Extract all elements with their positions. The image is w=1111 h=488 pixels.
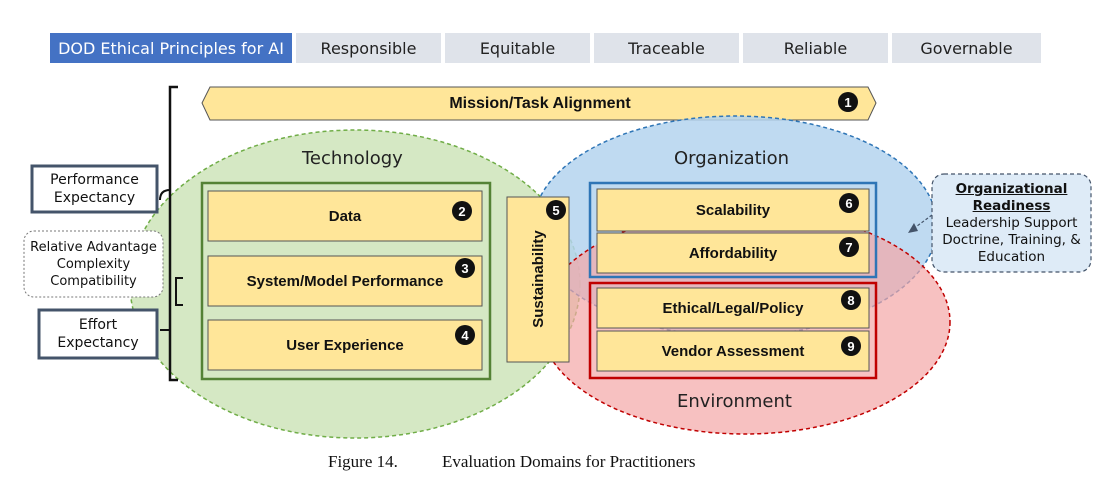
org-readiness-callout: Organizational Readiness Leadership Supp… [932, 176, 1091, 270]
doctrine-training-line: Doctrine, Training, & [942, 231, 1081, 248]
vendor-assessment-box [596, 330, 870, 372]
environment-domain-label: Environment [677, 391, 792, 412]
sustainability-number-badge: 5 [546, 200, 566, 220]
education-line: Education [977, 248, 1046, 265]
system-model-performance-label: System/Model Performance [246, 272, 444, 290]
affordability-label: Affordability [688, 244, 778, 262]
environment-group-outline [588, 281, 878, 380]
performance-expectancy-label: Performance Expectancy [50, 172, 139, 206]
tab-traceable: Traceable [594, 33, 739, 63]
organization-domain-label: Organization [674, 148, 790, 169]
tab-dod-ethical-principles: DOD Ethical Principles for AI [50, 33, 292, 63]
relative-advantage-item: Relative Advantage [30, 239, 157, 255]
tab-reliable: Reliable [743, 33, 888, 63]
complexity-item: Complexity [56, 256, 131, 272]
technology-group-outline [200, 181, 492, 381]
user-experience-number-badge: 4 [455, 325, 475, 345]
org-readiness-frame [931, 173, 1092, 273]
sustainability-box [506, 196, 570, 363]
mission-banner [201, 86, 877, 121]
mission-number-badge: 1 [838, 92, 858, 112]
tab-responsible: Responsible [296, 33, 441, 63]
performance-expectancy-frame [30, 164, 159, 214]
system-model-performance-number-badge: 3 [455, 258, 475, 278]
effort-expectancy-frame [37, 308, 159, 360]
compatibility-item: Compatibility [50, 273, 137, 289]
figure-caption: Evaluation Domains for Practitioners [442, 452, 696, 471]
org-readiness-arrowhead [908, 223, 918, 233]
tab-equitable: Equitable [445, 33, 590, 63]
data-label: Data [328, 207, 362, 225]
effort-expectancy-label: Effort Expectancy [57, 317, 139, 351]
user-experience-label: User Experience [286, 336, 404, 354]
relative-advantage-list: Relative Advantage Complexity Compatibil… [24, 231, 163, 297]
data-number-badge: 2 [452, 201, 472, 221]
scalability-label: Scalability [695, 201, 771, 219]
affordability-box [596, 232, 870, 274]
inner-bracket [175, 277, 183, 306]
data-box [207, 190, 483, 242]
user-experience-box [207, 319, 483, 371]
technology-domain-label: Technology [302, 148, 403, 169]
performance-brace [159, 189, 171, 201]
sustainability-label: Sustainability [529, 230, 547, 328]
tab-governable: Governable [892, 33, 1041, 63]
vendor-assessment-label: Vendor Assessment [661, 342, 805, 360]
scalability-box [596, 188, 870, 232]
org-readiness-title-line2: Readiness [972, 197, 1051, 214]
ethical-legal-policy-box [596, 287, 870, 329]
vendor-assessment-number-badge: 9 [841, 336, 861, 356]
org-readiness-title-line1: Organizational [955, 180, 1068, 197]
scalability-number-badge: 6 [839, 193, 859, 213]
figure-number: Figure 14. [328, 452, 398, 471]
relative-advantage-frame [23, 230, 164, 298]
system-model-performance-box [207, 255, 483, 307]
leadership-support-line: Leadership Support [945, 214, 1078, 231]
mission-label: Mission/Task Alignment [449, 94, 631, 112]
org-readiness-arrow [912, 214, 933, 230]
outer-bracket [168, 85, 178, 382]
ethical-legal-policy-label: Ethical/Legal/Policy [662, 299, 804, 317]
organization-group-outline [588, 181, 878, 279]
ethical-legal-policy-number-badge: 8 [841, 290, 861, 310]
affordability-number-badge: 7 [839, 237, 859, 257]
